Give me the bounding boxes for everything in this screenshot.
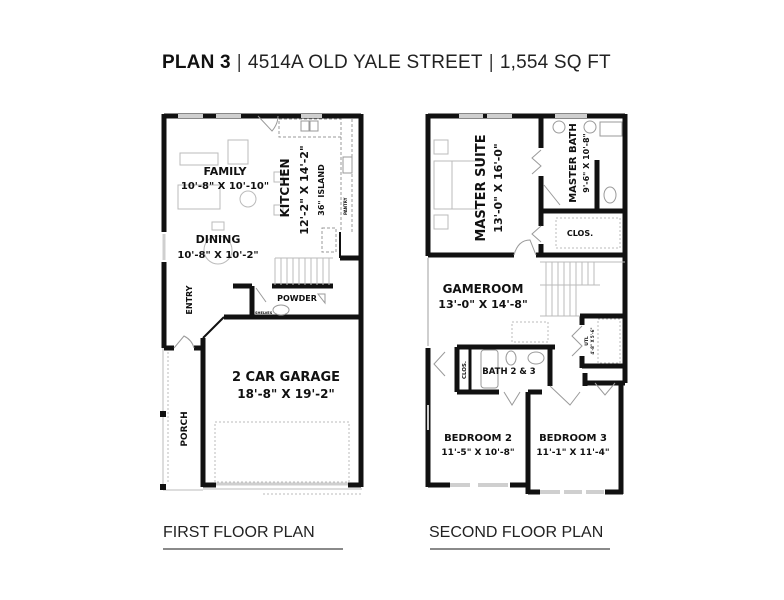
master-bath-fixtures [543, 120, 623, 206]
attic-access [511, 321, 549, 343]
utility-dims: 4'-8" X 5'-6" [590, 328, 595, 355]
kitchen-room-name: KITCHEN [278, 158, 292, 217]
bedroom-2-name: BEDROOM 2 [444, 433, 512, 444]
second-floor-windows [427, 114, 604, 494]
master-bath-dims: 9'-6" X 10'-8" [582, 133, 591, 192]
title-separator: | [236, 52, 242, 73]
master-closet-shelf [555, 217, 621, 249]
utility-shelving [597, 318, 621, 364]
kitchen-stove [342, 156, 353, 174]
first-floor-caption: FIRST FLOOR PLAN [163, 524, 315, 541]
bedroom-2-door [503, 391, 521, 406]
garage-door-outline [214, 421, 362, 495]
title-separator-2: | [488, 52, 494, 73]
first-floor-windows [162, 114, 322, 260]
kitchen-island-note: 36" ISLAND [317, 164, 326, 216]
first-floor-caption-underline [163, 548, 343, 550]
shelves-label: SHELVES [255, 311, 273, 315]
bedroom-3-dims: 11'-1" X 11'-4" [536, 448, 609, 458]
gameroom-name: GAMEROOM [443, 282, 524, 296]
powder-label: POWDER [277, 294, 317, 303]
dining-table [203, 221, 233, 265]
master-closet-label: CLOS. [567, 229, 593, 238]
dining-room-dims: 10'-8" X 10'-2" [177, 250, 258, 261]
porch-outline [162, 348, 203, 491]
master-suite-name: MASTER SUITE [474, 134, 489, 241]
porch-label: PORCH [180, 411, 190, 446]
plan-area: 1,554 SQ FT [499, 52, 611, 73]
master-bath-name: MASTER BATH [568, 123, 579, 203]
master-closet-door [531, 225, 542, 243]
plan-address: 4514A OLD YALE STREET [247, 52, 483, 73]
gameroom-dims: 13'-0" X 14'-8" [438, 298, 527, 311]
kitchen-counters [278, 118, 353, 253]
master-bath-door [531, 149, 542, 175]
family-room-dims: 10'-8" X 10'-10" [181, 181, 269, 192]
master-bed [433, 139, 480, 230]
first-floor-stairs [274, 257, 333, 285]
garage-door-angled [202, 316, 225, 339]
bedroom-3-name: BEDROOM 3 [539, 433, 607, 444]
utility-label: UTL [584, 336, 590, 346]
second-floor-caption-underline [430, 548, 610, 550]
first-floor-walls [161, 113, 364, 488]
bedroom-3-closet-door [594, 382, 616, 396]
plan-number: PLAN 3 [162, 52, 231, 73]
plan-title: PLAN 3|4514A OLD YALE STREET|1,554 SQ FT [162, 52, 611, 74]
family-room-name: FAMILY [203, 165, 247, 178]
porch-column-1 [160, 411, 166, 417]
dining-room-name: DINING [196, 233, 241, 246]
master-suite-dims: 13'-0" X 16'-0" [492, 143, 505, 232]
powder-fixtures [255, 287, 326, 316]
second-floor-stairs [540, 261, 625, 317]
entry-label: ENTRY [185, 285, 194, 314]
first-floor-plan: PANTRY [160, 113, 364, 495]
bath-2-3-fixtures [480, 349, 545, 389]
porch-column-2 [160, 484, 166, 490]
second-floor-plan: MASTER SUITE 13'-0" X 16'-0" MASTER BATH… [425, 113, 628, 495]
bath-2-3-label: BATH 2 & 3 [482, 367, 536, 377]
family-furniture [177, 139, 284, 216]
kitchen-door [257, 115, 279, 132]
pantry-label: PANTRY [343, 197, 348, 215]
bath-closet-label: CLOS. [462, 361, 468, 379]
kitchen-sink [300, 120, 319, 132]
master-suite-door [513, 239, 537, 256]
garage-name: 2 CAR GARAGE [232, 370, 340, 385]
bedroom-2-dims: 11'-5" X 10'-8" [441, 448, 514, 458]
bedroom-3-door [549, 385, 581, 406]
second-floor-caption: SECOND FLOOR PLAN [429, 524, 604, 541]
kitchen-room-dims: 12'-2" X 14'-2" [298, 145, 311, 234]
bath-closet-door [433, 351, 446, 377]
utility-door [571, 325, 583, 357]
entry-door [173, 335, 195, 349]
garage-dims: 18'-8" X 19'-2" [237, 387, 335, 401]
